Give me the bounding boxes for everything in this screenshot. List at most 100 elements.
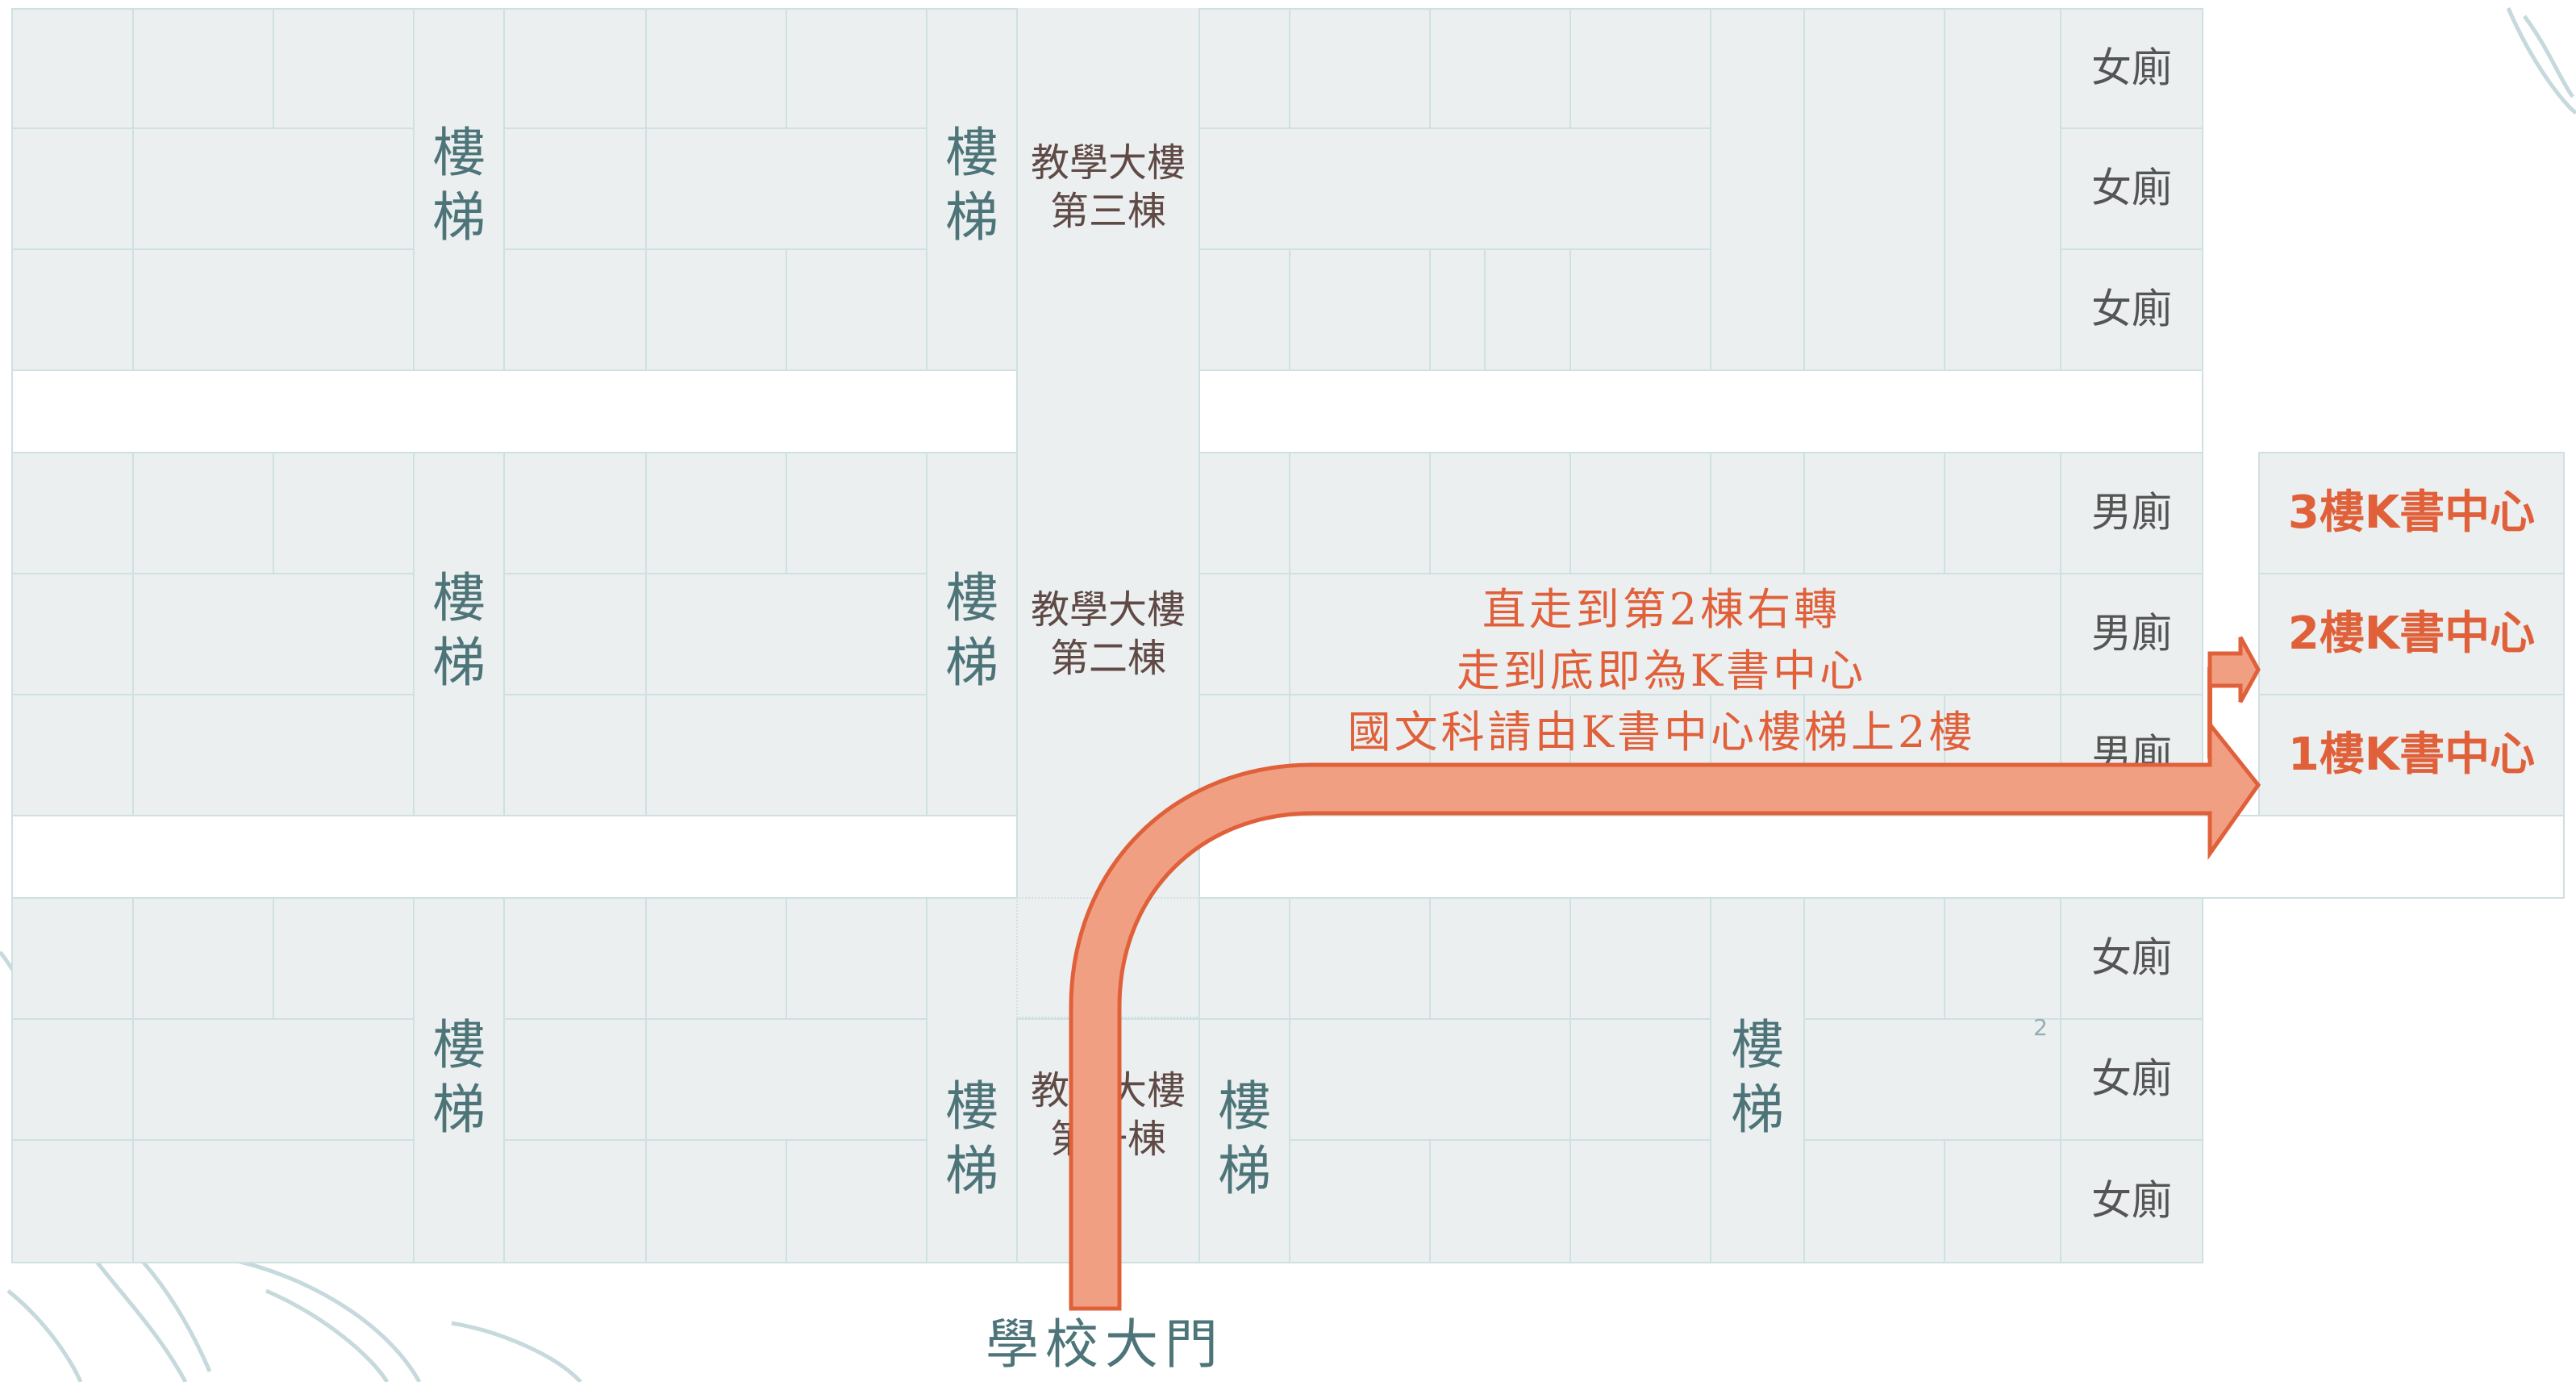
stairwell [413,897,505,1263]
stair-label: 樓 梯 [432,1014,486,1141]
room [11,897,134,1020]
k-center-floor2 [2258,573,2565,695]
room [1289,1139,1431,1263]
room [1803,1139,1945,1263]
room [1198,127,1715,250]
stairwell [926,452,1018,816]
room [645,452,787,574]
room [1289,897,1431,1020]
room [273,897,415,1020]
room [1569,897,1711,1020]
room [1429,8,1571,129]
building-2-label: 教學大樓 第二棟 [1016,584,1200,684]
stairwell [926,8,1018,371]
male-restroom-label: 男廁 [2091,489,2172,537]
room [503,8,647,129]
corridor [1198,815,2565,899]
building-2-number: 第二棟 [1049,636,1166,681]
stair-label: 樓 梯 [945,1075,998,1202]
room [645,8,787,129]
restroom [2060,8,2203,129]
room [786,897,927,1020]
room [645,1018,929,1141]
room [11,127,134,250]
room [645,573,929,695]
building-3-number: 第三棟 [1049,189,1166,234]
directions-line-3: 國文科請由K書中心樓梯上2樓 [1347,707,1976,758]
page-number: 2 [2033,1013,2048,1041]
room [132,1139,416,1263]
room [1429,248,1486,371]
room [273,452,415,574]
room [645,694,929,816]
room [132,1018,416,1141]
room [11,1139,134,1263]
restroom [2060,573,2203,695]
school-gate-label: 學校大門 [986,1313,1224,1376]
female-restroom-label: 女廁 [2091,1177,2172,1225]
room [1289,8,1431,129]
room [645,1139,787,1263]
room [132,8,274,129]
building-3-name: 教學大樓 [1030,140,1186,186]
stair-label: 樓 梯 [945,122,998,248]
room [132,694,416,816]
female-restroom-label: 女廁 [2091,44,2172,92]
room [645,248,787,371]
room [1289,248,1431,371]
room [1289,1018,1571,1141]
room [1289,452,1431,574]
room [786,452,927,574]
corridor [1198,370,2203,453]
stair-label: 樓 梯 [1218,1075,1271,1202]
room [1710,452,1805,574]
room [11,1018,134,1141]
stair-label: 樓 梯 [432,122,486,248]
stair-label: 樓 梯 [945,567,998,694]
building-3-label: 教學大樓 第三棟 [1016,137,1200,237]
male-restroom-label: 男廁 [2091,610,2172,658]
restroom [2060,1139,2203,1263]
building-2-name: 教學大樓 [1030,587,1186,633]
female-restroom-label: 女廁 [2091,165,2172,212]
room [1710,8,1805,371]
room [1484,248,1571,371]
female-restroom-label: 女廁 [2091,286,2172,333]
room [1803,1018,2061,1141]
restroom [2060,897,2203,1020]
main-route-arrow [1069,718,2261,1311]
restroom [2060,127,2203,250]
room [1944,1139,2061,1263]
room [11,248,134,371]
room [786,248,927,371]
building-3-core [1016,8,1200,453]
female-restroom-label: 女廁 [2091,1055,2172,1103]
room [11,573,134,695]
corridor [11,815,1018,899]
room [1289,573,2061,695]
room [1198,573,1290,695]
directions-note: 直走到第2棟右轉 走到底即為K書中心 國文科請由K書中心樓梯上2樓 [1258,578,2065,765]
room [786,1139,927,1263]
room [132,452,274,574]
directions-line-1: 直走到第2棟右轉 [1482,584,1841,635]
stair-label: 樓 梯 [432,567,486,694]
directions-line-2: 走到底即為K書中心 [1456,645,1867,696]
corridor [11,370,1018,453]
k-center-floor1 [2258,694,2565,816]
restroom [2060,248,2203,371]
female-restroom-label: 女廁 [2091,934,2172,982]
stairwell [413,452,505,816]
arrow-to-2f-icon [2207,636,2261,704]
stair-label: 樓 梯 [1731,1014,1784,1141]
stairwell [926,897,1018,1263]
room [132,897,274,1020]
stairwell [1198,1018,1290,1263]
room [1569,1139,1711,1263]
k-center-floor3-label: 3樓K書中心 [2287,486,2536,539]
restroom [2060,1018,2203,1141]
room [1429,897,1571,1020]
room [1803,452,1945,574]
